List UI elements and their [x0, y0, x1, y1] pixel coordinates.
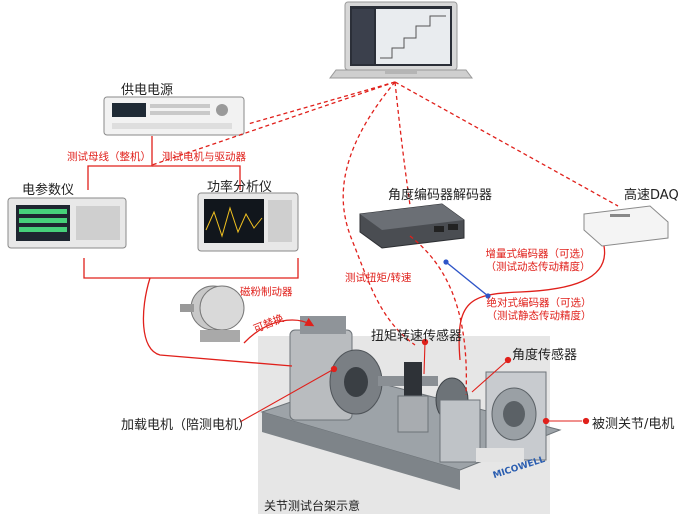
blue-encoder-cable [445, 261, 489, 297]
callout-leaders [239, 338, 590, 425]
blue-node-bottom [485, 293, 491, 299]
bus-test-label: 测试母线（整机） [67, 151, 151, 163]
motor-driver-test-label: 测试电机与驱动器 [162, 151, 246, 163]
wire-motor-driver [152, 165, 241, 190]
red-dashed-links [151, 81, 619, 396]
power-analyzer-label: 功率分析仪 [207, 180, 273, 195]
link-laptop-analyzers [151, 81, 396, 166]
brake-device [180, 285, 245, 342]
power-analyzer-device [197, 192, 299, 252]
incremental-encoder-subnote: （测试动态传动精度） [485, 261, 591, 273]
brake-label: 磁粉制动器 [240, 286, 293, 298]
load-motor-label: 加载电机（陪测电机） [121, 418, 252, 433]
torque-sensor-label: 扭矩转速传感器 [371, 329, 463, 344]
encoder-decoder-label: 角度编码器解码器 [388, 188, 493, 203]
joint-under-test-label: 被测关节/电机 [592, 417, 675, 432]
daq-device [583, 205, 669, 247]
red-solid-wires [83, 136, 606, 367]
wire-power-bus [87, 136, 153, 190]
bench-caption: 关节测试台架示意 [264, 499, 361, 513]
link-laptop-daq [394, 81, 619, 207]
absolute-encoder-note: 绝对式编码器（可选） （测试静态传动精度） [485, 297, 593, 323]
daq-label: 高速DAQ [624, 188, 679, 203]
wire-replaceable [243, 317, 315, 344]
wire-daq-encoder [458, 245, 606, 361]
link-laptop-encoder [394, 81, 411, 206]
link-laptop-torque [342, 81, 416, 346]
power-supply-label: 供电电源 [121, 83, 174, 98]
incremental-encoder-note: 增量式编码器（可选） （测试动态传动精度） [480, 248, 596, 274]
electric-meter-device [7, 197, 127, 249]
power-supply-device [103, 96, 245, 136]
angle-sensor-label: 角度传感器 [512, 348, 578, 363]
wire-to-load-motor [142, 277, 293, 367]
absolute-encoder-label: 绝对式编码器（可选） [486, 297, 592, 309]
electric-meter-label: 电参数仪 [22, 183, 75, 198]
test-bench-assembly [260, 316, 562, 490]
laptop [329, 1, 473, 79]
link-encoder-sensor [409, 235, 467, 396]
wire-meters-bottom [83, 258, 299, 279]
encoder-decoder-device [359, 203, 465, 249]
absolute-encoder-subnote: （测试静态传动精度） [486, 310, 592, 322]
link-laptop-power-supply [247, 81, 396, 125]
incremental-encoder-label: 增量式编码器（可选） [485, 248, 591, 260]
torque-speed-test-label: 测试扭矩/转速 [345, 272, 412, 284]
blue-node-top [443, 259, 449, 265]
